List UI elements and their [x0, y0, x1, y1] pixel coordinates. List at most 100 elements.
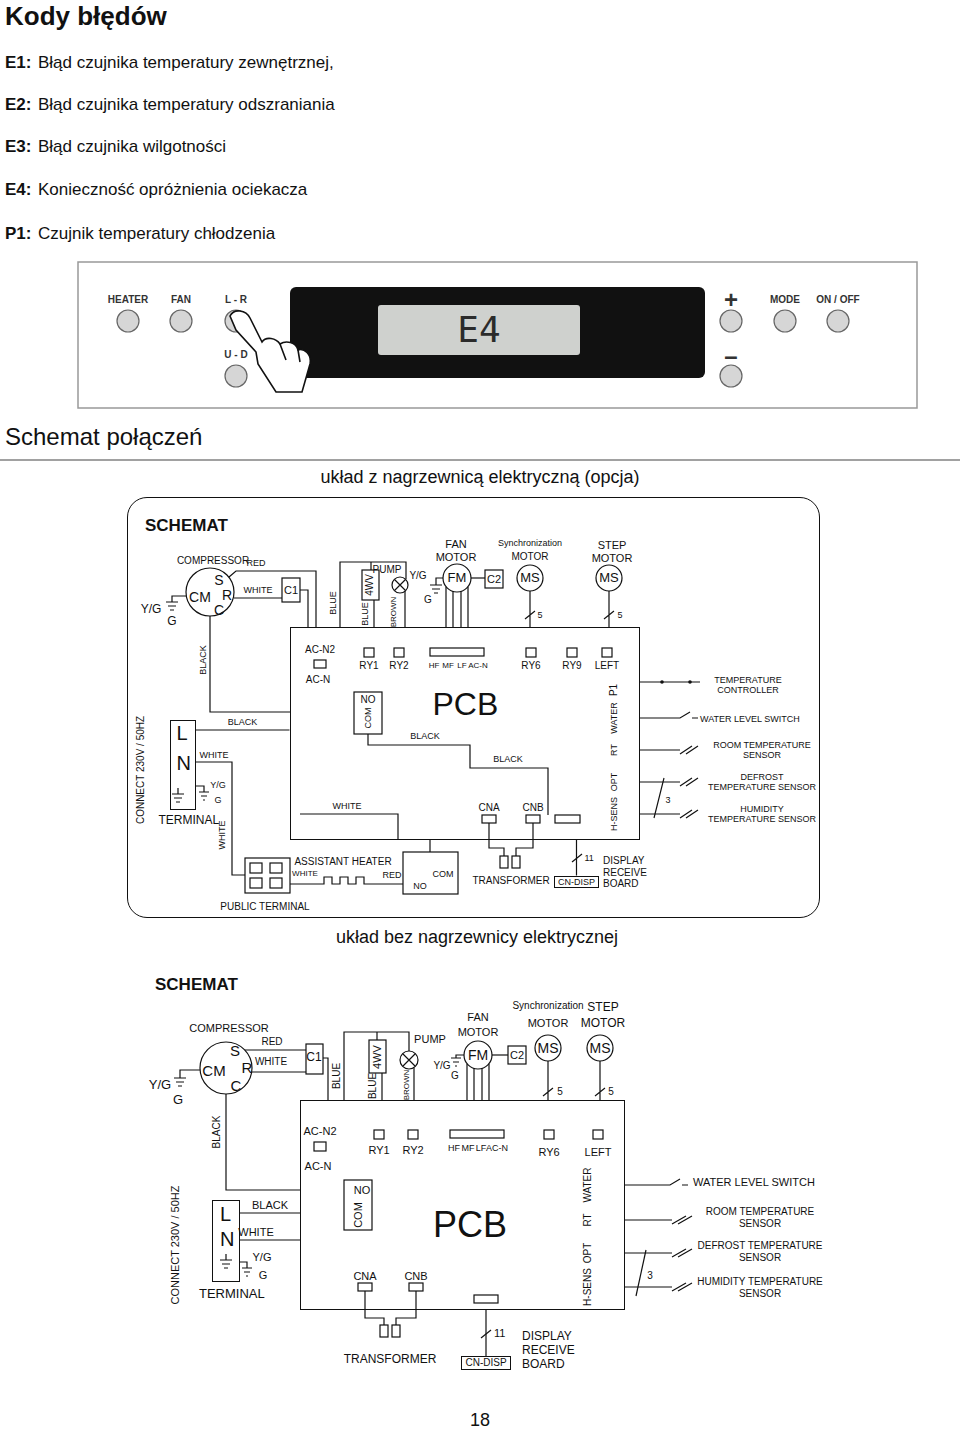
wiring	[587, 1035, 613, 1061]
label-wrap: MODE	[770, 294, 800, 306]
label-wrap: CNA	[478, 802, 499, 814]
text-label: OPT	[609, 773, 619, 792]
panel-button	[720, 310, 742, 332]
label-wrap: Błąd czujnika temperatury zewnętrznej,	[38, 53, 334, 73]
wiring	[290, 877, 403, 884]
wiring	[394, 648, 404, 657]
text-label: L - R	[225, 294, 247, 305]
wiring	[640, 810, 698, 818]
text-label: CNB	[404, 1270, 427, 1282]
text-label: 4WV	[364, 574, 375, 596]
wiring	[229, 571, 316, 627]
wiring	[525, 591, 535, 627]
wiring	[429, 840, 430, 852]
text-label: H-SENS	[582, 1268, 593, 1306]
node-text-wrap: N	[177, 752, 191, 775]
hand-pointer	[280, 344, 300, 362]
label-wrap: BLACK	[211, 1116, 223, 1149]
label-wrap: ROOM TEMPERATURE SENSOR	[706, 740, 818, 761]
text-label: WHITE	[255, 1056, 287, 1067]
wiring	[240, 1239, 300, 1240]
wiring	[306, 1044, 323, 1074]
label-wrap: R	[242, 1059, 253, 1076]
wiring	[245, 858, 290, 893]
text-label: BLUE	[360, 602, 370, 626]
wiring	[373, 600, 374, 627]
wiring	[593, 1130, 603, 1139]
label-wrap: –	[724, 342, 737, 370]
pcb-board: PCB	[290, 627, 640, 840]
node-label: N	[177, 752, 191, 774]
label-wrap: E2:	[5, 95, 31, 115]
wire-label: BLACK	[252, 1199, 288, 1211]
label-wrap: COM	[433, 869, 454, 879]
text-label: G	[451, 1070, 459, 1081]
text-label: HUMIDITY TEMPERATURE SENSOR	[708, 804, 816, 824]
text-label: Synchronization	[512, 1000, 583, 1011]
wiring	[403, 852, 458, 894]
text-label: ROOM TEMPERATURE SENSOR	[706, 1206, 815, 1229]
label-wrap: HEATER	[108, 294, 148, 306]
wiring	[270, 863, 282, 873]
text-label: RY2	[402, 1144, 423, 1156]
text-label: AC-N	[305, 1160, 332, 1172]
text-label: STEP	[598, 539, 627, 551]
node-label: L	[177, 722, 188, 744]
text-label: MOTOR	[436, 551, 477, 563]
text-label: R	[222, 587, 232, 603]
wiring	[250, 878, 262, 888]
label-wrap: NO	[413, 881, 427, 891]
label-wrap: FAN	[467, 1011, 488, 1024]
node-text-wrap: E4	[378, 305, 580, 355]
wiring	[482, 815, 496, 823]
node-text-wrap: PCB	[433, 1204, 507, 1245]
text-label: Konieczność opróżnienia ociekacza	[38, 180, 307, 199]
terminal-block: LNTERMINAL	[170, 720, 196, 810]
text-label: WATER	[582, 1168, 593, 1203]
label-wrap: BLACK	[410, 731, 440, 741]
label-wrap: COM	[352, 1202, 365, 1228]
label-wrap: 3	[665, 795, 670, 805]
wire-label-wrap: BLACK	[251, 1199, 289, 1212]
label-wrap: CONNECT 230V / 50HZ	[169, 1185, 182, 1304]
wiring	[526, 648, 536, 657]
text-label: MOTOR	[592, 552, 633, 564]
text-label: P1	[608, 684, 619, 696]
text-label: Schemat połączeń	[5, 423, 202, 450]
label-wrap: E3:	[5, 137, 31, 157]
display-housing	[290, 287, 705, 378]
wiring	[166, 562, 700, 1338]
label-wrap: C1	[284, 584, 298, 597]
label-wrap: P1:	[5, 224, 31, 244]
text-label: STEP	[587, 1000, 618, 1014]
wiring	[354, 692, 382, 734]
label-wrap: RY6	[521, 660, 540, 672]
wire-label: BLACK	[228, 717, 258, 727]
text-label: C	[231, 1077, 242, 1094]
wiring	[314, 1142, 326, 1151]
label-wrap: Y/G	[141, 603, 162, 617]
wiring	[369, 1040, 386, 1073]
text-label: CM	[189, 589, 211, 605]
label-wrap: RED	[261, 1036, 282, 1048]
text-label: WATER LEVEL SWITCH	[700, 714, 800, 724]
label-wrap: Błąd czujnika temperatury odszraniania	[38, 95, 335, 115]
label-wrap: G	[424, 594, 432, 606]
label-wrap: 4WV	[364, 574, 376, 596]
heading-rule	[0, 460, 960, 461]
text-label: C1	[306, 1050, 321, 1064]
text-label: COMPRESSOR	[189, 1022, 268, 1034]
text-label: DISPLAY RECEIVE BOARD	[522, 1329, 575, 1371]
wiring	[485, 570, 503, 588]
panel-button	[170, 310, 192, 332]
wiring	[625, 1179, 688, 1185]
control-panel	[78, 262, 917, 408]
wiring	[362, 570, 379, 600]
text-label: MS	[599, 570, 619, 585]
wiring	[654, 778, 664, 818]
wiring	[300, 590, 308, 627]
wiring	[467, 1064, 489, 1100]
text-label: DISPLAY RECEIVE BOARD	[603, 855, 647, 889]
label-wrap: Konieczność opróżnienia ociekacza	[38, 180, 307, 200]
text-label: WHITE	[244, 585, 273, 595]
